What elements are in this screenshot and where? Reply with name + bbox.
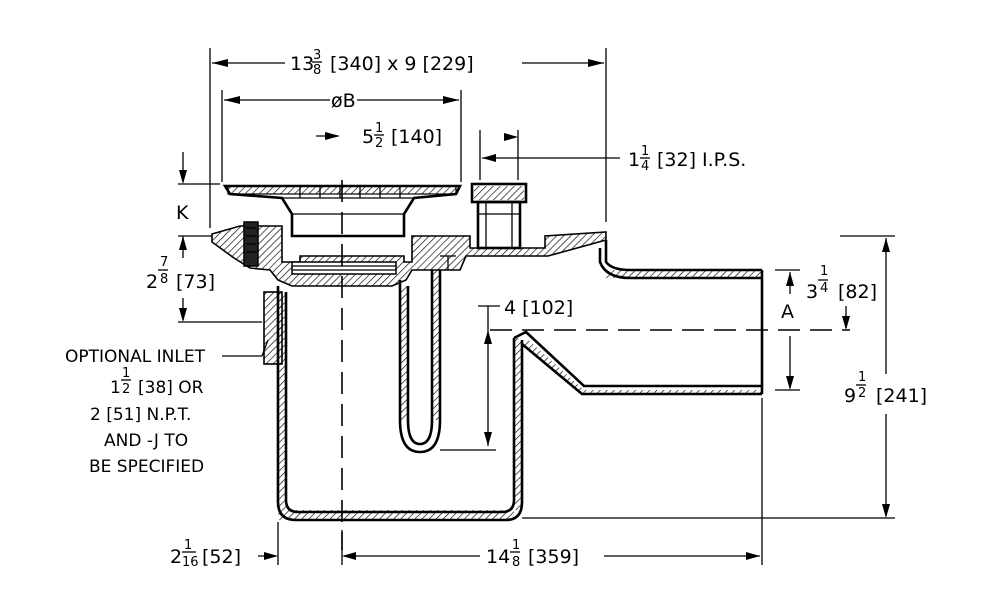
overall-dimension: 13 3 8 [340] x 9 [229]	[209, 48, 607, 228]
top-center-dimension: 5 1 2 [140]	[316, 121, 442, 151]
note-line3: 2 [51] N.P.T.	[90, 405, 191, 425]
top-dim-den: 2	[375, 136, 383, 151]
ips-dimension: 1 1 4 [32] I.P.S.	[479, 130, 746, 180]
bottom-left-den: 16	[182, 555, 199, 570]
outlet-dim-whole: 3	[806, 281, 818, 303]
left-height-den: 8	[160, 272, 168, 287]
note-line2-den: 2	[122, 382, 130, 397]
outlet-dim-den: 4	[820, 281, 828, 296]
bottom-left-whole: 2	[170, 546, 182, 568]
a-label: A	[781, 301, 794, 323]
bottom-right-den: 8	[512, 555, 520, 570]
vent-fitting	[470, 182, 528, 250]
optional-inlet-note: OPTIONAL INLET 1 1 2 [38] OR 2 [51] N.P.…	[65, 339, 269, 477]
left-height-num: 7	[160, 255, 168, 270]
ips-dim-whole: 1	[628, 149, 640, 171]
outlet-dimension: A 3 1 4 [82]	[775, 264, 877, 391]
total-height-den: 2	[858, 386, 866, 401]
overall-dim-den: 8	[313, 63, 321, 78]
total-height-num: 1	[858, 370, 866, 385]
note-line5: BE SPECIFIED	[89, 457, 204, 477]
overall-dim-whole: 13	[290, 53, 314, 75]
top-dim-whole: 5	[362, 126, 374, 148]
outlet-pipe	[490, 240, 850, 396]
total-height-rest: [241]	[876, 385, 927, 407]
bottom-right-whole: 14	[486, 546, 510, 568]
bottom-right-rest: [359]	[528, 546, 579, 568]
note-line2-rest: [38] OR	[138, 378, 204, 398]
left-height-rest: [73]	[176, 271, 215, 293]
diameter-b-dimension: øB	[221, 90, 462, 182]
outlet-dim-num: 1	[820, 264, 828, 279]
overall-dim-num: 3	[313, 48, 321, 63]
ips-dim-den: 4	[641, 159, 649, 174]
top-dim-rest: [140]	[391, 126, 442, 148]
left-height-dimension: 2 7 8 [73]	[146, 255, 262, 323]
outlet-dim-rest: [82]	[838, 281, 877, 303]
bottom-dimensions: 2 1 16 [52] 14 1 8 [359]	[170, 398, 763, 570]
note-line4: AND -J TO	[104, 431, 188, 451]
trap-body	[276, 180, 524, 550]
note-line1: OPTIONAL INLET	[65, 347, 206, 367]
note-line2-whole: 1	[110, 378, 121, 398]
total-height-whole: 9	[844, 385, 856, 407]
k-dimension: K	[176, 152, 220, 258]
grate-ribs	[299, 186, 401, 198]
inner-dim-label: 4 [102]	[504, 297, 573, 319]
ips-dim-rest: [32] I.P.S.	[657, 149, 746, 171]
bottom-left-rest: [52]	[202, 546, 241, 568]
ips-dim-num: 1	[641, 144, 649, 159]
top-dim-num: 1	[375, 121, 383, 136]
diameter-b-label: øB	[331, 90, 356, 112]
bottom-left-num: 1	[184, 538, 192, 553]
drain-body	[211, 221, 607, 365]
left-height-whole: 2	[146, 271, 158, 293]
bottom-right-num: 1	[512, 538, 520, 553]
k-label: K	[176, 202, 189, 224]
note-line2-num: 1	[122, 366, 130, 381]
total-height-dimension: 9 1 2 [241]	[522, 235, 927, 519]
inner-drop-dimension: 4 [102]	[440, 297, 573, 451]
overall-dim-rest: [340] x 9 [229]	[330, 53, 474, 75]
